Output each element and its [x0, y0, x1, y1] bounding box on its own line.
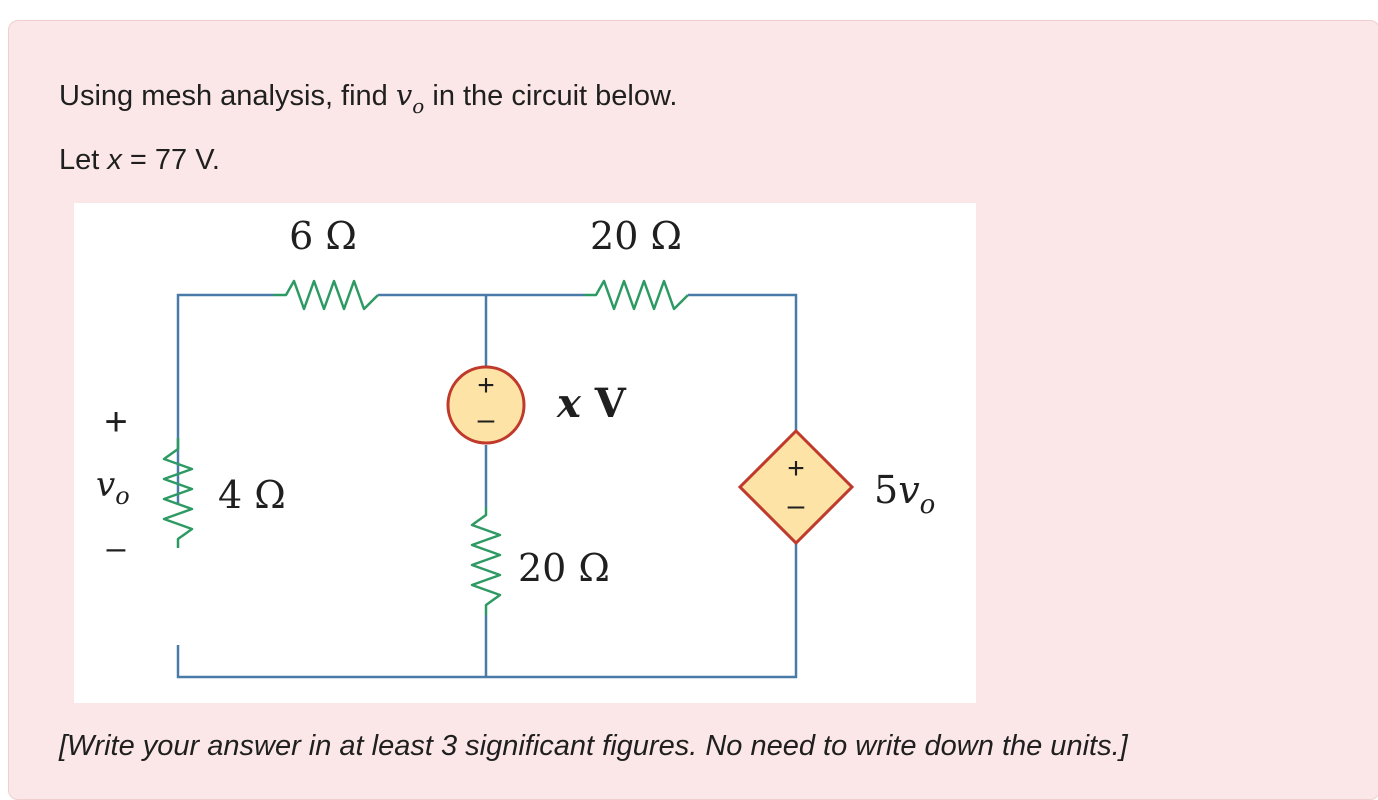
label-5vo-sub: o: [920, 490, 936, 520]
question-prefix: Using mesh analysis, find: [59, 80, 396, 112]
given-text: Let x = 77 V.: [59, 144, 220, 177]
resistor-20ohm-top: [584, 279, 689, 311]
circuit-wires: [176, 293, 798, 679]
dependent-source: + –: [737, 428, 855, 546]
given-prefix: Let: [59, 144, 108, 176]
given-rest: = 77 V.: [121, 144, 220, 176]
answer-note: [Write your answer in at least 3 signifi…: [59, 730, 1128, 762]
label-vo-minus: –: [107, 529, 126, 567]
given-var: x: [107, 144, 122, 176]
voltage-source: + –: [446, 365, 526, 445]
question-var-sub: o: [412, 94, 425, 118]
source-plus: +: [477, 369, 495, 402]
resistor-4ohm: [162, 438, 194, 548]
label-20ohm-top: 20 Ω: [590, 214, 682, 258]
circuit-figure: + – + – 6 Ω 20 Ω 4 Ω 20 Ω x V 5vo + vo –: [74, 203, 976, 703]
resistor-6ohm: [273, 279, 379, 311]
label-5vo-var: v: [898, 468, 920, 512]
label-v-unit: V: [581, 380, 627, 427]
dep-source-minus: –: [788, 489, 805, 522]
label-4ohm: 4 Ω: [218, 473, 286, 517]
resistor-20ohm-middle: [470, 507, 502, 615]
label-vo: vo: [96, 465, 130, 510]
question-suffix: in the circuit below.: [424, 80, 678, 112]
source-minus: –: [478, 403, 495, 436]
label-5vo-coef: 5: [874, 468, 898, 512]
label-vo-plus: +: [104, 400, 127, 444]
dep-source-plus: +: [787, 452, 805, 485]
label-xv: x V: [556, 380, 627, 427]
question-text: Using mesh analysis, find vo in the circ…: [59, 78, 678, 118]
label-vo-sub: o: [115, 482, 129, 510]
label-x: x: [556, 380, 582, 427]
label-vo-var: v: [96, 465, 115, 505]
circuit-diagram: + – + – 6 Ω 20 Ω 4 Ω 20 Ω x V 5vo + vo –: [96, 214, 935, 679]
label-5vo: 5vo: [874, 468, 935, 520]
label-20ohm-middle: 20 Ω: [518, 546, 610, 590]
label-6ohm: 6 Ω: [289, 214, 357, 258]
question-var: v: [395, 78, 413, 112]
